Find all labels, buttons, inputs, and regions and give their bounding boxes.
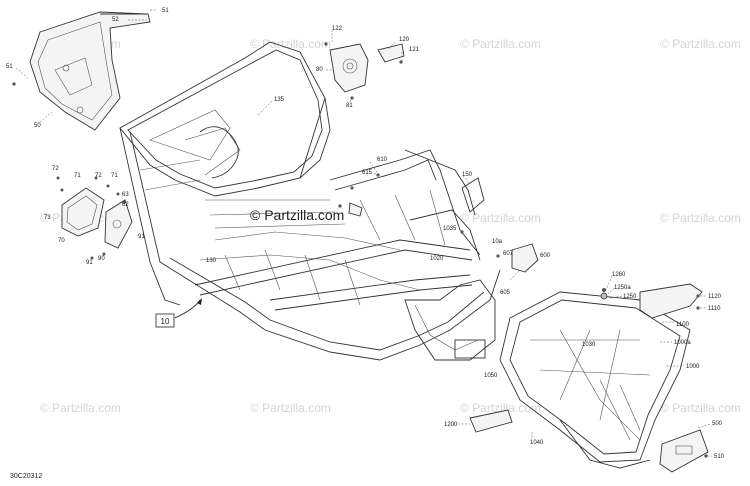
callout-label: 51 (162, 8, 169, 14)
watermark: © Partzilla.com (460, 37, 541, 51)
center-watermark: © Partzilla.com (250, 207, 344, 223)
callout-label: 73 (44, 215, 51, 221)
callout-label: 70 (58, 238, 65, 244)
callout-label: 71 (74, 173, 81, 179)
callout-label: 607 (503, 251, 514, 257)
callout-label: 63 (122, 192, 129, 198)
callout-label: 1120 (708, 294, 722, 300)
callout-label: 91 (138, 234, 145, 240)
watermark: © Partzilla.com (250, 401, 331, 415)
callout-label: 50 (34, 123, 41, 129)
left-bracket-assembly (56, 176, 133, 260)
watermark: © Partzilla.com (660, 401, 741, 415)
main-frame (119, 41, 501, 361)
callout-label: 122 (332, 26, 343, 32)
callout-label: 1000 (686, 364, 700, 370)
callout-labels: 51 52 51 50 122 120 121 80 81 135 72 71 … (6, 8, 725, 460)
callout-label: 1035 (443, 226, 457, 232)
callout-label: 1050 (484, 373, 498, 379)
watermark: © Partzilla.com (660, 37, 741, 51)
callout-label: 81 (346, 103, 353, 109)
rear-subframe (469, 283, 709, 473)
callout-label: 1040 (530, 440, 544, 446)
callout-label: 510 (714, 454, 725, 460)
watermark: © Partzilla.com (250, 37, 331, 51)
watermark: © Partzilla.com (40, 401, 121, 415)
callout-label: 1110 (708, 306, 721, 312)
watermarks: © Partzilla.com © Partzilla.com © Partzi… (40, 37, 741, 415)
callout-label: 1200 (444, 422, 458, 428)
callout-label: 62 (122, 202, 129, 208)
watermark: © Partzilla.com (660, 211, 741, 225)
callout-label: 1260 (612, 272, 626, 278)
callout-label: 80 (316, 67, 323, 73)
callout-label: 10a (492, 239, 503, 245)
callout-label: 1100 (676, 322, 690, 328)
callout-label: 1030 (582, 342, 596, 348)
callout-label: 135 (274, 97, 285, 103)
upper-bracket-assembly (324, 42, 405, 100)
callout-label: 51 (6, 64, 13, 70)
mid-brackets (338, 173, 539, 273)
diagram-code: 30C20312 (10, 473, 42, 480)
watermark: © Partzilla.com (460, 401, 541, 415)
reference-box: 10 (155, 298, 202, 328)
callout-label: 71 (111, 173, 118, 179)
callout-label: 605 (500, 290, 511, 296)
callout-label: 120 (399, 37, 410, 43)
watermark: © Partzilla.com (460, 211, 541, 225)
callout-label: 1250 (623, 294, 637, 300)
callout-label: 150 (462, 172, 473, 178)
callout-label: 52 (112, 17, 119, 23)
callout-label: 90 (98, 256, 105, 262)
callout-label: 615 (362, 170, 373, 176)
callout-label: 91 (86, 260, 93, 266)
callout-label: 610 (377, 157, 388, 163)
front-panel-assembly (29, 11, 151, 131)
callout-label: 1000a (674, 340, 691, 346)
callout-label: 500 (712, 421, 723, 427)
callout-label: 1250a (614, 285, 631, 291)
callout-label: 72 (95, 173, 102, 179)
callout-label: 600 (540, 253, 551, 259)
callout-label: 1020 (430, 256, 444, 262)
callout-label: 72 (52, 166, 59, 172)
callout-label: 130 (206, 258, 217, 264)
callout-label: 121 (409, 47, 420, 53)
reference-box-label: 10 (161, 317, 170, 326)
